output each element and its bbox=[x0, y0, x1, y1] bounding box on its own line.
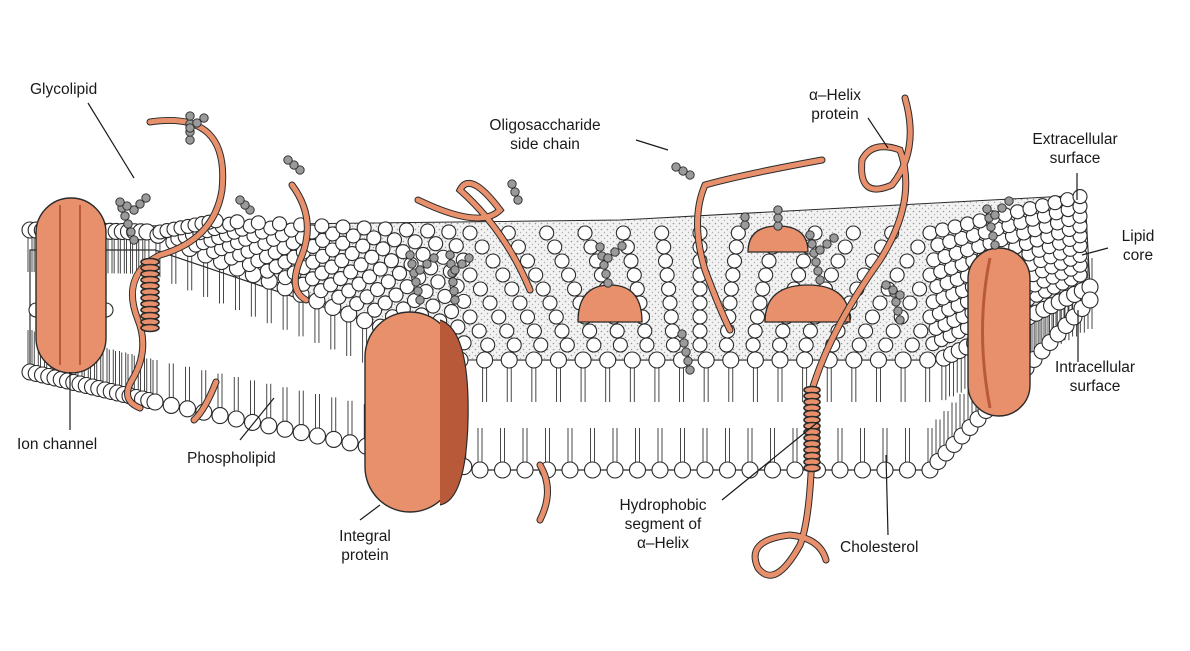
label-glycolipid: Glycolipid bbox=[30, 81, 98, 98]
integral-protein-shape bbox=[364, 311, 469, 513]
label-cholesterol: Cholesterol bbox=[840, 539, 919, 556]
helix-coil-left bbox=[140, 257, 160, 333]
label-integral-protein: Integral protein bbox=[339, 528, 391, 564]
phospholipid-heads bbox=[21, 189, 1099, 479]
oligosaccharide-chains bbox=[115, 111, 1014, 375]
label-phospholipid: Phospholipid bbox=[187, 450, 276, 467]
label-ion-channel: Ion channel bbox=[17, 436, 98, 453]
label-oligosaccharide-side-chain: Oligosaccharide side chain bbox=[489, 117, 601, 153]
label-lipid-core: Lipid core bbox=[1121, 228, 1155, 264]
transmembrane-protein-right bbox=[967, 247, 1031, 417]
label-extracellular-surface: Extracellular surface bbox=[1032, 131, 1118, 167]
label-alpha-helix-protein: α–Helix protein bbox=[808, 87, 862, 123]
ion-channel-protein bbox=[35, 197, 107, 374]
helix-coil bbox=[803, 385, 821, 473]
label-intracellular-surface: Intracellular surface bbox=[1054, 359, 1136, 395]
leader-lines bbox=[69, 102, 1109, 536]
label-hydrophobic-segment: Hydrophobic segment of α–Helix bbox=[619, 497, 707, 552]
